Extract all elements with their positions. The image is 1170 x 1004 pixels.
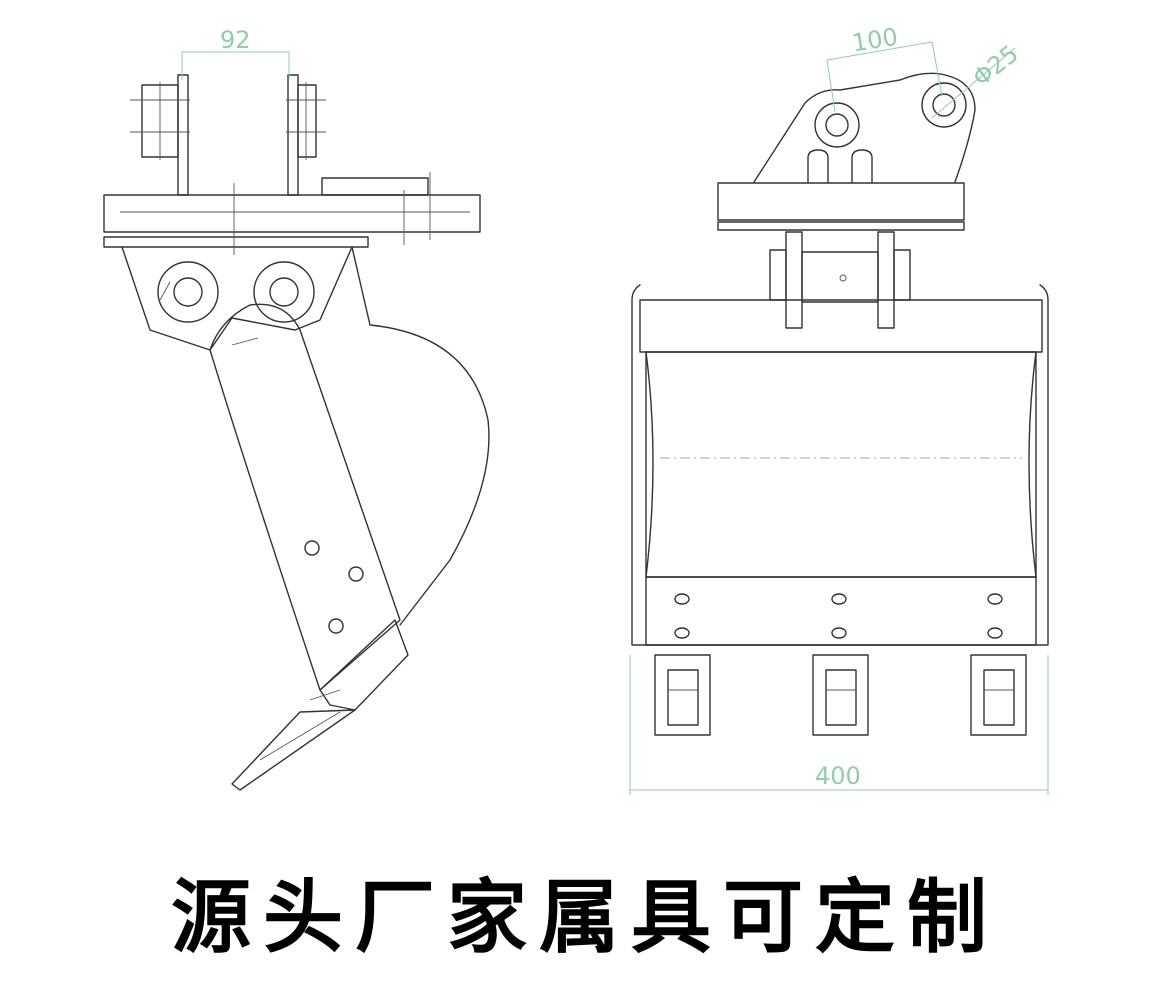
side-view: 92: [103, 26, 490, 791]
dimension-pin-diameter: Φ25: [967, 40, 1023, 93]
bucket-technical-drawing: 92: [103, 23, 1049, 795]
front-view: 100 Φ25 400: [629, 23, 1049, 795]
caption-banner: 源头厂家属具可定制: [171, 871, 999, 964]
dimension-bucket-width: 400: [815, 762, 861, 790]
dimension-side-width: 92: [220, 26, 251, 54]
dimension-pin-spacing: 100: [850, 23, 900, 58]
